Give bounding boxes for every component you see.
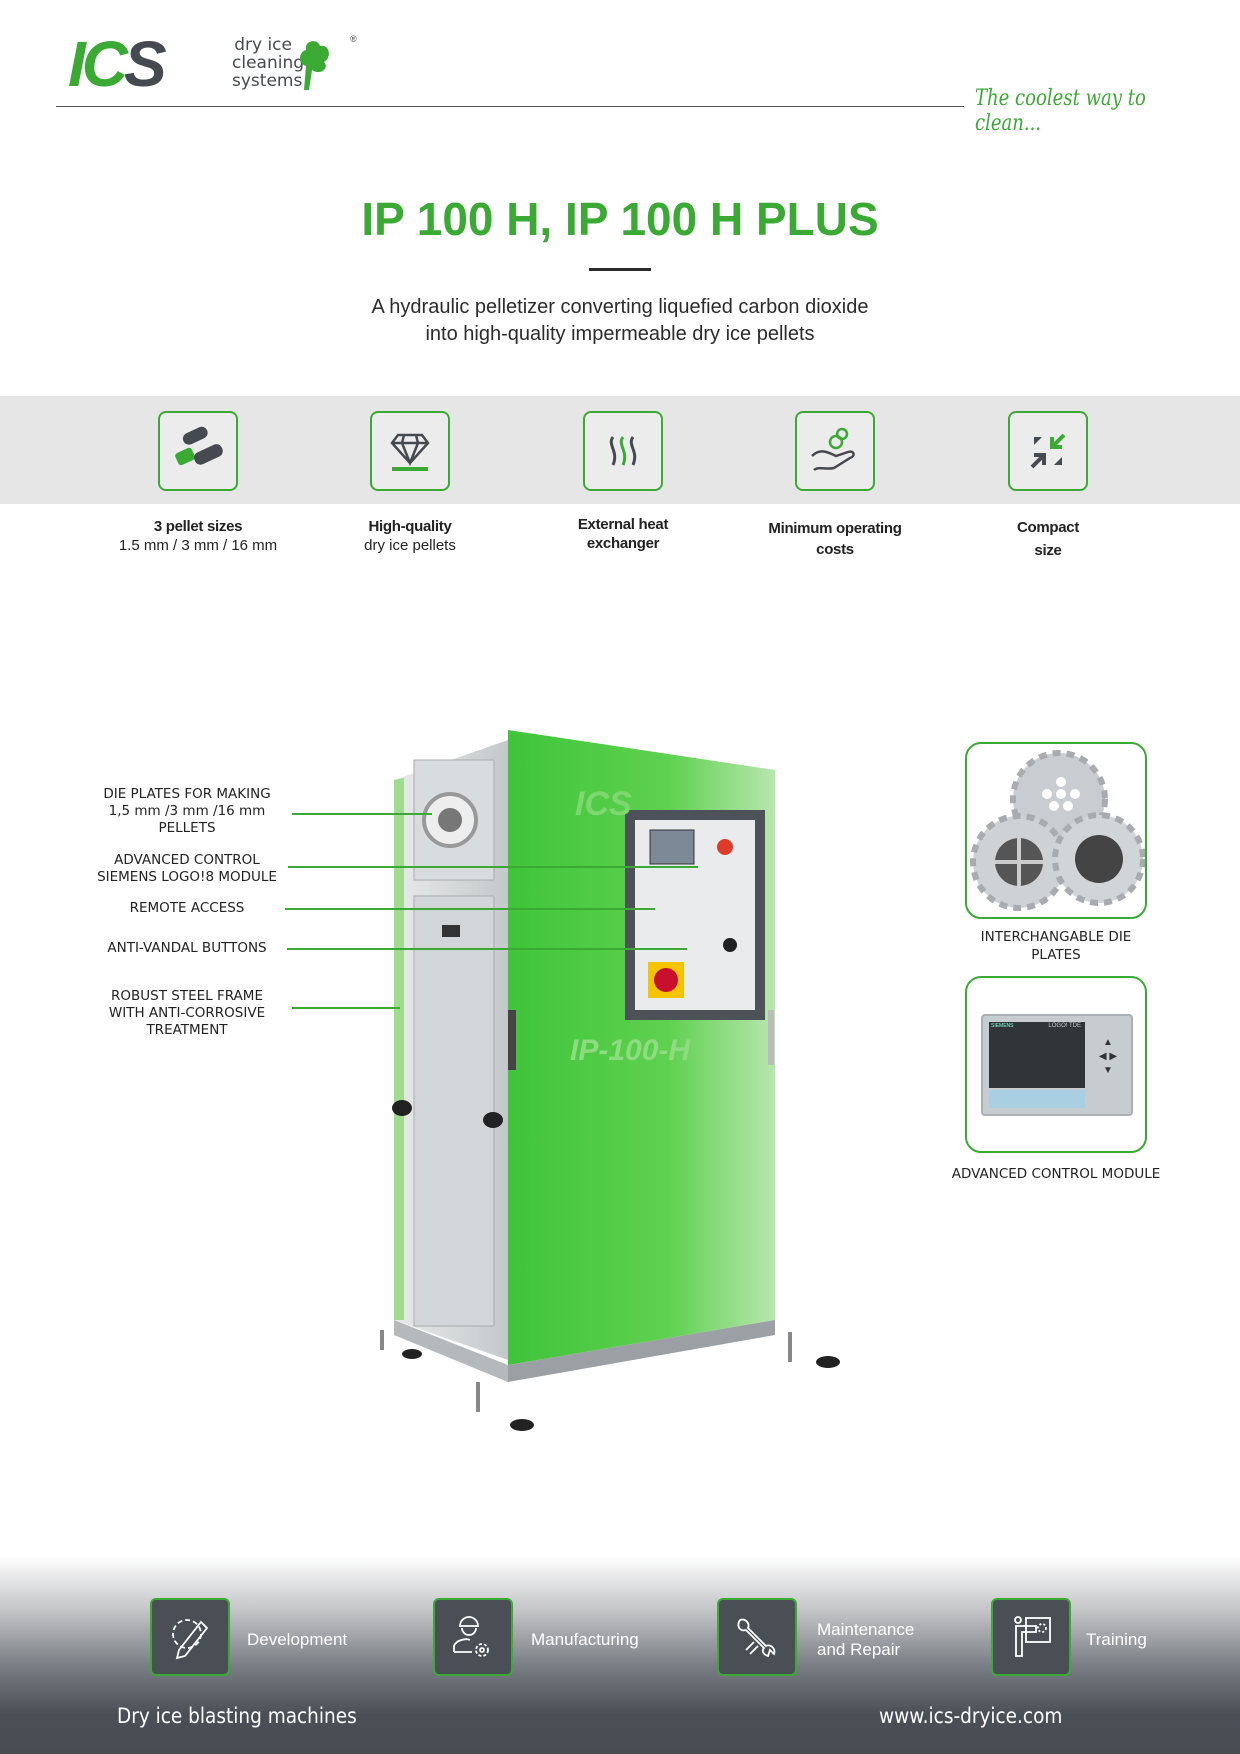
feature-title: External heat — [577, 516, 669, 533]
service-development: Development — [247, 1630, 348, 1649]
service-line: and Repair — [817, 1640, 901, 1659]
logo-module: SIEMENS LOGO! TDE ▲◀ ▶▼ — [981, 1014, 1133, 1116]
worker-gear-icon — [433, 1598, 513, 1676]
presenter-board-icon — [991, 1598, 1071, 1676]
die-plates-image — [965, 742, 1147, 919]
service-manufacturing: Manufacturing — [531, 1630, 639, 1649]
logo-line: cleaning — [232, 53, 305, 73]
ics-logo: ICS dry ice cleaning systems ® — [68, 28, 368, 100]
feature-sub: 1.5 mm / 3 mm / 16 mm — [118, 537, 278, 554]
module-model: LOGO! TDE — [1048, 1023, 1081, 1029]
feature-label: Compact size — [948, 516, 1148, 562]
header-divider — [56, 106, 964, 107]
hand-coins-icon — [795, 411, 875, 491]
footer-tagline: Dry ice blasting machines — [117, 1704, 357, 1728]
diamond-icon — [370, 411, 450, 491]
feature-title: size — [1034, 542, 1062, 559]
callout-line: TREATMENT — [146, 1022, 228, 1038]
feature-title: Minimum operating — [768, 520, 902, 537]
module-brand: SIEMENS — [991, 1023, 1014, 1029]
callout-remote: REMOTE ACCESS — [82, 900, 292, 917]
service-training: Training — [1086, 1630, 1147, 1649]
subtitle: A hydraulic pelletizer converting liquef… — [0, 294, 1240, 348]
callout-line: DIE PLATES FOR MAKING — [103, 786, 271, 802]
registered-mark: ® — [350, 34, 357, 44]
feature-label: High-quality dry ice pellets — [310, 517, 510, 555]
machine-logo: ICS — [575, 785, 632, 823]
callout-line: SIEMENS LOGO!8 MODULE — [97, 869, 277, 885]
die-plates-caption: INTERCHANGABLE DIE PLATES — [930, 928, 1182, 964]
feature-title: costs — [816, 541, 854, 558]
footer-website-link[interactable]: www.ics-dryice.com — [879, 1704, 1063, 1728]
callout-leader-line — [285, 908, 655, 910]
machine-model-label: IP-100-H — [570, 1034, 691, 1067]
tagline: The coolest way to clean... — [975, 86, 1146, 136]
subtitle-line: into high-quality impermeable dry ice pe… — [425, 323, 815, 345]
callout-line: ROBUST STEEL FRAME — [111, 988, 263, 1004]
wrench-hand-icon — [717, 1598, 797, 1676]
callout-line: ANTI-VANDAL BUTTONS — [107, 940, 267, 956]
callout-line: WITH ANTI-CORROSIVE — [108, 1005, 266, 1021]
callout-line: ADVANCED CONTROL — [114, 852, 260, 868]
feature-title: 3 pellet sizes — [153, 518, 243, 535]
caption-line: PLATES — [1031, 947, 1081, 963]
heat-waves-icon — [583, 411, 663, 491]
callout-leader-line — [287, 948, 687, 950]
compact-arrows-icon — [1008, 411, 1088, 491]
tree-icon — [300, 41, 329, 90]
logo-text: dry ice cleaning systems — [232, 35, 305, 91]
logo-line: systems — [232, 71, 303, 91]
logo-letters: ICS — [68, 28, 167, 100]
feature-sub: dry ice pellets — [364, 537, 456, 554]
feature-title: exchanger — [586, 535, 660, 552]
feature-label: External heat exchanger — [523, 515, 723, 553]
callout-line: REMOTE ACCESS — [129, 900, 245, 916]
callout-leader-line — [288, 866, 698, 868]
caption-line: INTERCHANGABLE DIE — [980, 929, 1132, 945]
control-module-caption: ADVANCED CONTROL MODULE — [951, 1166, 1161, 1182]
feature-label: Minimum operating costs — [735, 518, 935, 560]
feature-title: High-quality — [368, 518, 452, 535]
service-line: Maintenance — [817, 1620, 915, 1639]
gear-pencil-icon — [150, 1598, 230, 1676]
feature-label: 3 pellet sizes 1.5 mm / 3 mm / 16 mm — [98, 517, 298, 555]
machine-image: ICS IP-100-H — [380, 730, 840, 1431]
callout-leader-line — [292, 1007, 400, 1009]
page-title: IP 100 H, IP 100 H PLUS — [361, 193, 879, 245]
logo-line: dry ice — [234, 35, 292, 55]
title-divider — [589, 268, 651, 271]
pellets-icon — [158, 411, 238, 491]
callout-leader-line — [292, 813, 432, 815]
feature-title: Compact — [1016, 519, 1080, 536]
control-module-image: SIEMENS LOGO! TDE ▲◀ ▶▼ — [965, 976, 1147, 1153]
module-screen: SIEMENS LOGO! TDE — [989, 1022, 1085, 1088]
callout-line: 1,5 mm /3 mm /16 mm — [108, 803, 266, 819]
subtitle-line: A hydraulic pelletizer converting liquef… — [371, 296, 869, 318]
callout-anti-vandal: ANTI-VANDAL BUTTONS — [82, 940, 292, 957]
callout-line: PELLETS — [158, 820, 216, 836]
